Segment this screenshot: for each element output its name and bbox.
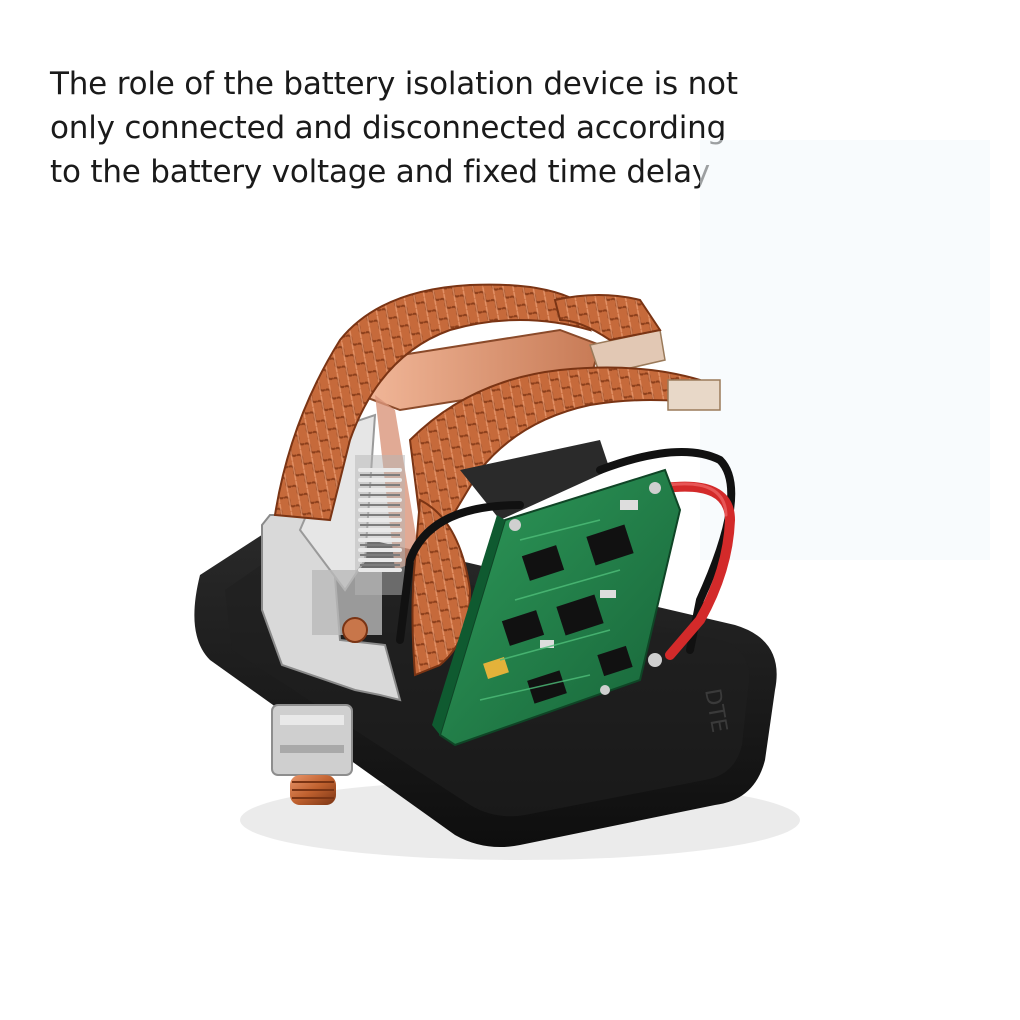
terminal-bolt [271, 704, 353, 805]
caption-line-3: to the battery voltage and fixed time de… [50, 154, 711, 190]
wires [396, 448, 736, 660]
circuit-board [432, 468, 682, 747]
coil-housing [460, 440, 610, 520]
caption-text: The role of the battery isolation device… [50, 62, 770, 194]
background-haze [700, 140, 990, 560]
caption-line-1: The role of the battery isolation device… [50, 66, 738, 102]
caption-line-2: only connected and disconnected accordin… [50, 110, 727, 146]
braided-copper-straps [273, 283, 721, 677]
spring [355, 455, 405, 595]
